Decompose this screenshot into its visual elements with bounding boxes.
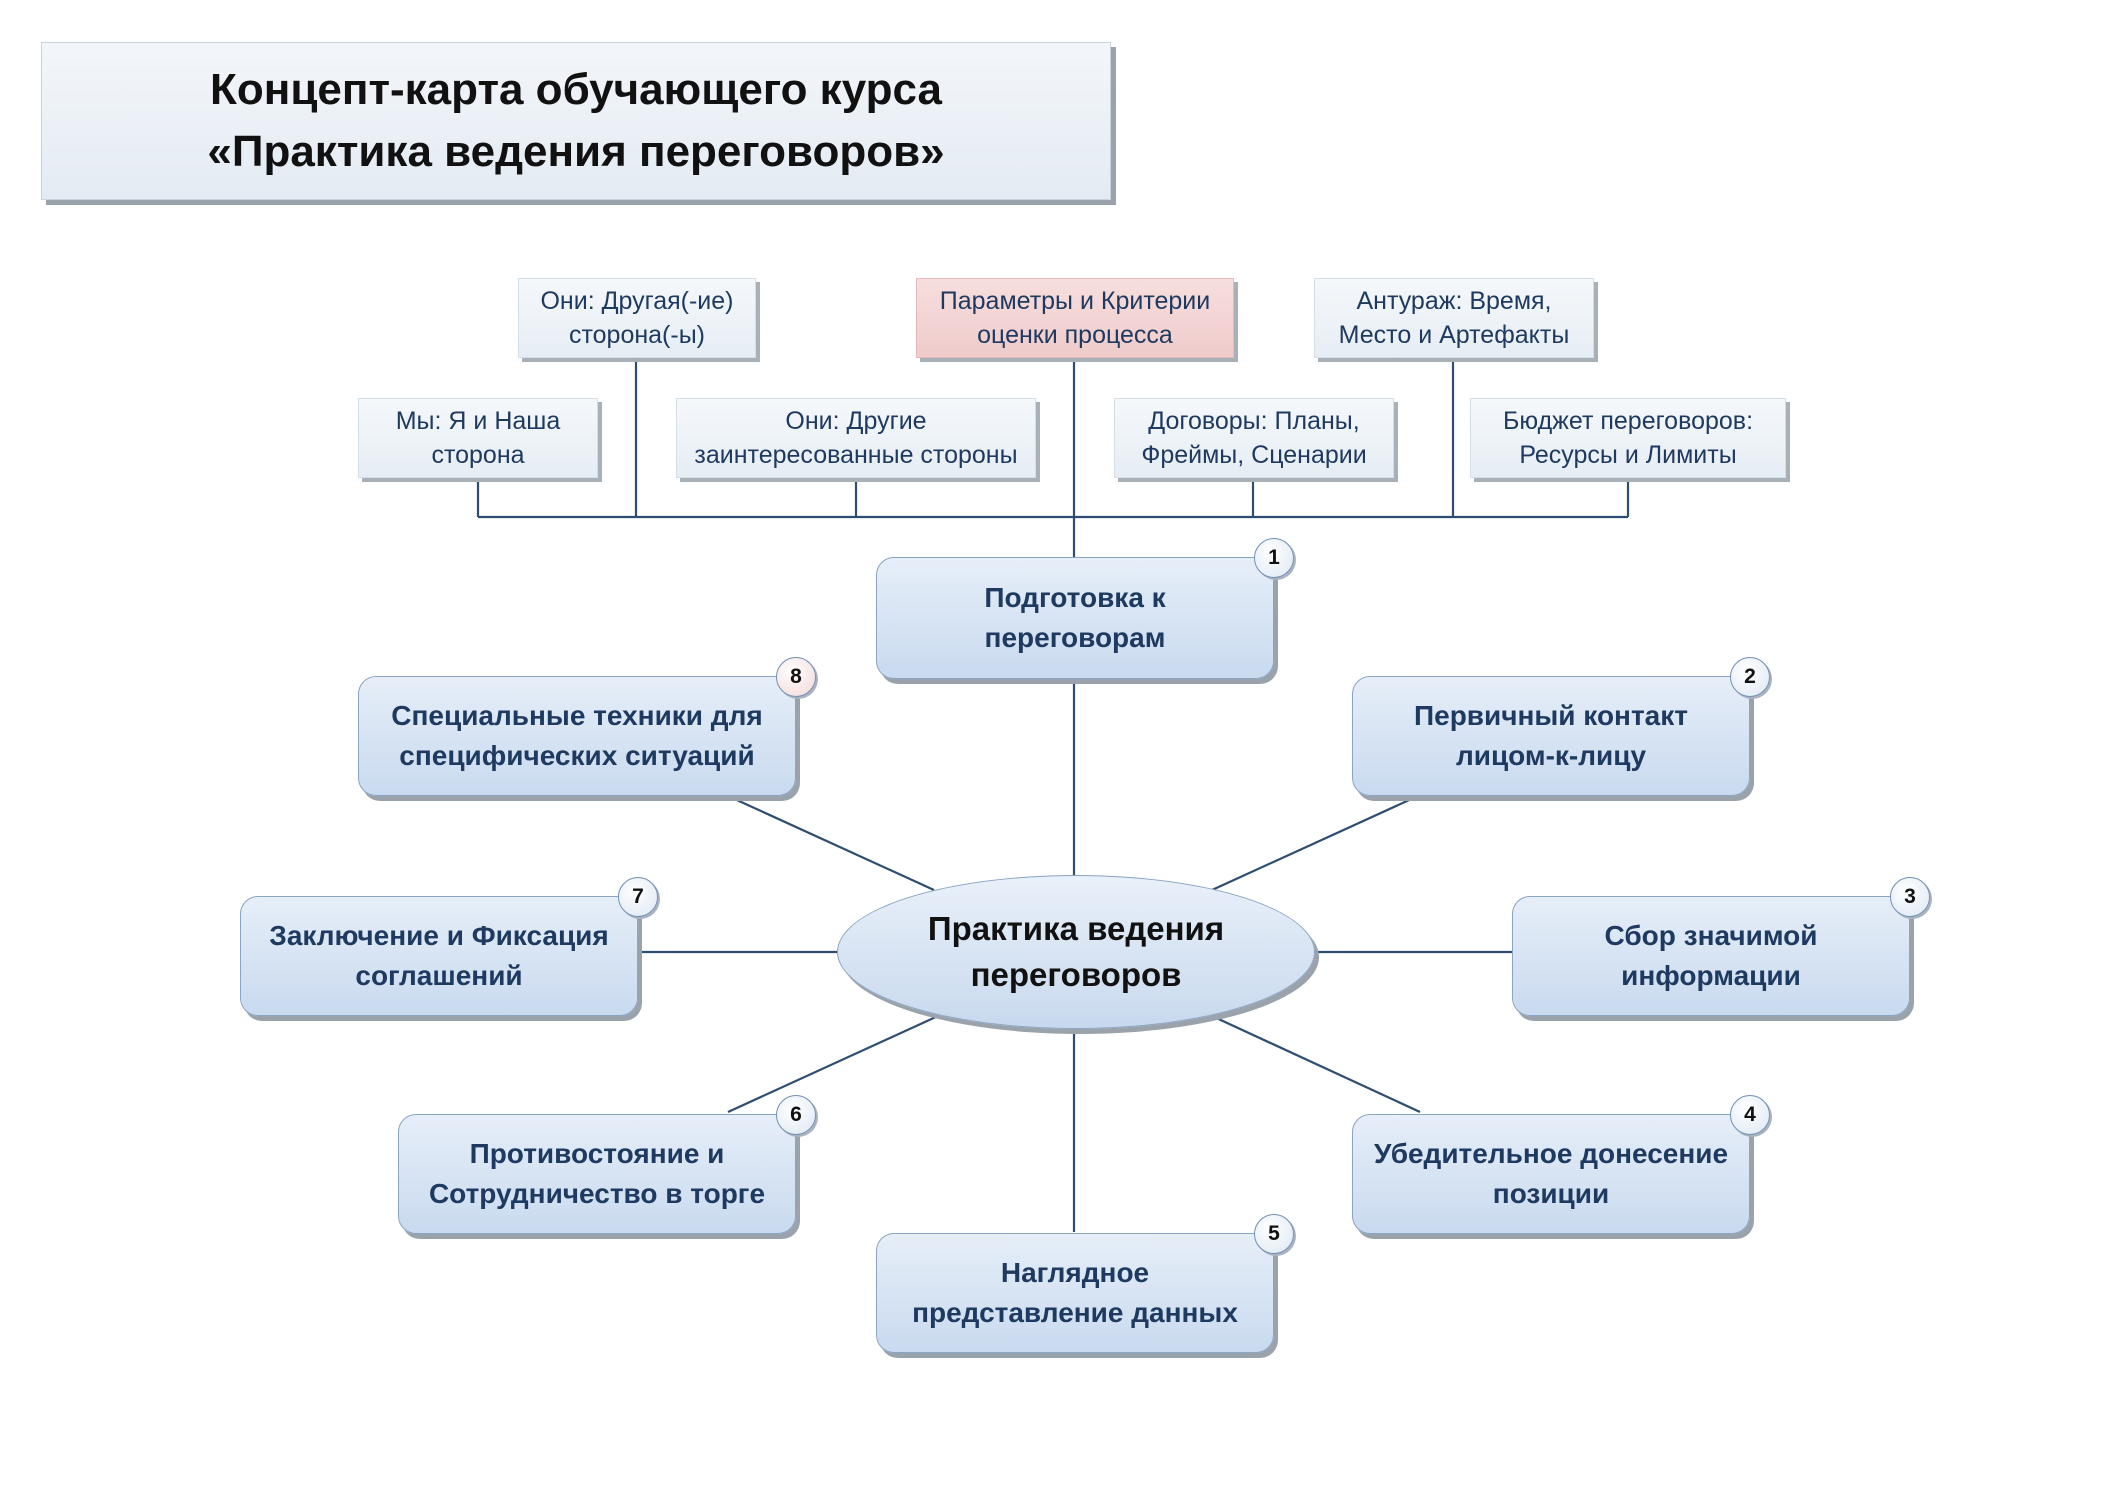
module-label: специфических ситуаций xyxy=(399,740,755,771)
module-label: Убедительное донесение xyxy=(1373,1138,1729,1169)
module-label: Подготовка к xyxy=(984,582,1166,613)
module-label: Сбор значимой xyxy=(1604,920,1818,951)
module-1-preparation: Подготовка к переговорам xyxy=(876,557,1274,679)
module-number-badge: 4 xyxy=(1730,1095,1770,1135)
spoke-module-8 xyxy=(727,794,935,892)
module-label: Сотрудничество в торге xyxy=(428,1178,766,1209)
module-label: Противостояние и xyxy=(469,1138,725,1169)
module-number-badge: 7 xyxy=(618,877,658,917)
subtopic-line: сторона(-ы) xyxy=(568,321,706,349)
title-line-2: «Практика ведения переговоров» xyxy=(207,127,945,176)
central-topic: Практика ведения переговоров xyxy=(837,875,1315,1029)
module-label: Специальные техники для xyxy=(391,700,763,731)
subtopic-line: Место и Артефакты xyxy=(1338,321,1570,349)
subtopic-line: Параметры и Критерии xyxy=(939,287,1211,315)
module-7-closing: Заключение и Фиксация соглашений xyxy=(240,896,638,1016)
module-2-first-contact: Первичный контакт лицом-к-лицу xyxy=(1352,676,1750,796)
subtopic-params-criteria: Параметры и Критерии оценки процесса xyxy=(916,278,1234,358)
subtopic-line: Антураж: Время, xyxy=(1356,287,1552,315)
module-number-badge: 1 xyxy=(1254,538,1294,578)
central-topic-line: Практика ведения xyxy=(927,910,1225,947)
module-label: Наглядное xyxy=(1000,1257,1150,1288)
subtopic-line: Фреймы, Сценарии xyxy=(1141,441,1367,469)
subtopic-agreements: Договоры: Планы, Фреймы, Сценарии xyxy=(1114,398,1394,478)
module-number-badge: 8 xyxy=(776,657,816,697)
subtopic-line: Бюджет переговоров: xyxy=(1502,407,1754,435)
spoke-module-6 xyxy=(727,1014,939,1114)
module-number-badge: 2 xyxy=(1730,657,1770,697)
module-number-badge: 5 xyxy=(1254,1214,1294,1254)
subtopic-line: Они: Другие xyxy=(785,407,927,435)
subtopic-we-our-side: Мы: Я и Наша сторона xyxy=(358,398,598,478)
subtopic-line: Они: Другая(-ие) xyxy=(540,287,734,315)
module-label: Первичный контакт xyxy=(1414,700,1688,731)
module-8-special-techniques: Специальные техники для специфических си… xyxy=(358,676,796,796)
subtopic-budget: Бюджет переговоров: Ресурсы и Лимиты xyxy=(1470,398,1786,478)
module-6-bargaining: Противостояние и Сотрудничество в торге xyxy=(398,1114,796,1234)
diagram-title: Концепт-карта обучающего курса «Практика… xyxy=(41,42,1111,200)
module-label: лицом-к-лицу xyxy=(1455,740,1647,771)
module-3-information: Сбор значимой информации xyxy=(1512,896,1910,1016)
subtopic-line: сторона xyxy=(431,441,525,469)
module-label: переговорам xyxy=(984,622,1166,653)
module-number-badge: 3 xyxy=(1890,877,1930,917)
subtopic-line: Мы: Я и Наша xyxy=(395,407,561,435)
module-label: представление данных xyxy=(912,1297,1238,1328)
module-label: Заключение и Фиксация xyxy=(269,920,609,951)
subtopic-line: Договоры: Планы, xyxy=(1148,407,1360,435)
module-label: информации xyxy=(1621,960,1801,991)
spoke-module-4 xyxy=(1211,1015,1421,1113)
module-label: соглашений xyxy=(355,960,523,991)
subtopic-them-other-sides: Они: Другая(-ие) сторона(-ы) xyxy=(518,278,756,358)
title-line-1: Концепт-карта обучающего курса xyxy=(210,65,942,114)
module-label: позиции xyxy=(1492,1178,1610,1209)
module-number-badge: 6 xyxy=(776,1095,816,1135)
subtopic-them-stakeholders: Они: Другие заинтересованные стороны xyxy=(676,398,1036,478)
module-5-visualization: Наглядное представление данных xyxy=(876,1233,1274,1353)
subtopic-line: Ресурсы и Лимиты xyxy=(1519,441,1737,469)
subtopic-line: заинтересованные стороны xyxy=(694,441,1018,469)
subtopic-entourage: Антураж: Время, Место и Артефакты xyxy=(1314,278,1594,358)
spoke-module-2 xyxy=(1211,794,1419,892)
module-4-persuasion: Убедительное донесение позиции xyxy=(1352,1114,1750,1234)
subtopic-line: оценки процесса xyxy=(977,321,1173,349)
central-topic-line: переговоров xyxy=(970,956,1182,993)
